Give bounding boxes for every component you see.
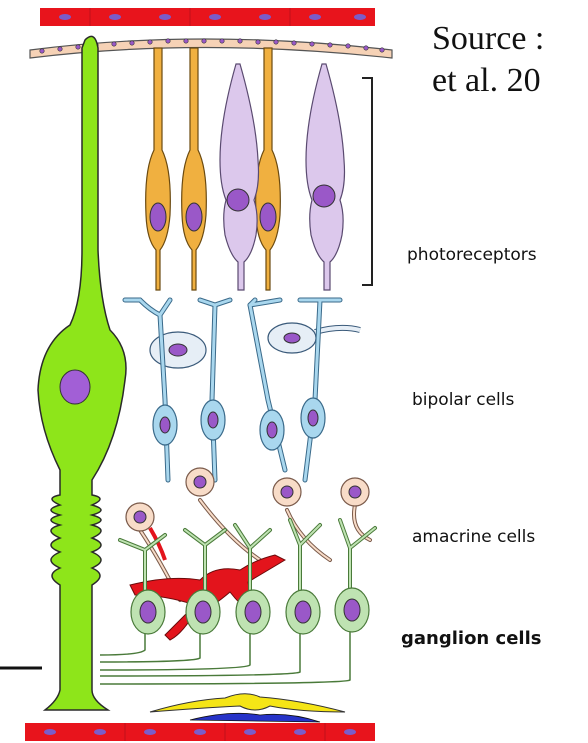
- rod-cells: [146, 48, 281, 290]
- blue-cell: [190, 713, 320, 722]
- rod-nucleus: [150, 203, 166, 231]
- source-line-1: Source :: [432, 18, 544, 60]
- label-ganglion-cells: ganglion cells: [401, 628, 541, 649]
- source-citation: Source : et al. 20: [432, 18, 544, 102]
- source-line-2: et al. 20: [432, 60, 544, 102]
- muller-cell: [0, 36, 126, 710]
- astrocyte: [150, 694, 345, 712]
- cone-cells: [220, 64, 345, 290]
- label-bipolar-cells: bipolar cells: [412, 390, 514, 410]
- bottom-blood-vessel: [25, 723, 375, 741]
- rod-nucleus: [260, 203, 276, 231]
- top-blood-vessel: [40, 8, 375, 26]
- label-amacrine-cells: amacrine cells: [412, 527, 535, 547]
- cone-nucleus: [313, 185, 335, 207]
- rod-nucleus: [186, 203, 202, 231]
- photoreceptor-bracket: [362, 78, 372, 285]
- label-photoreceptors: photoreceptors: [407, 245, 537, 265]
- cone-nucleus: [227, 189, 249, 211]
- muller-nucleus: [60, 370, 90, 404]
